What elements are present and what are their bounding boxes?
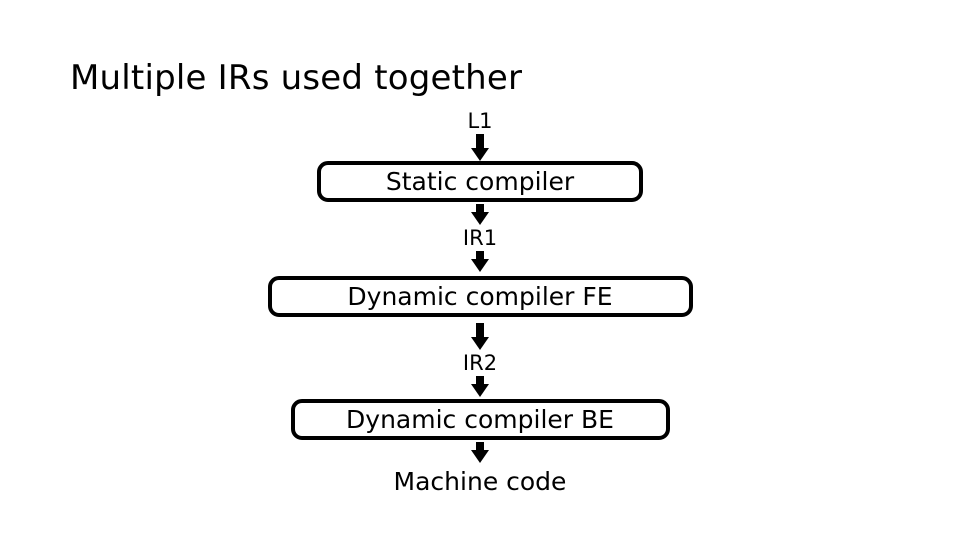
flow-node-static-compiler[interactable]: Static compiler	[317, 161, 643, 202]
arrow-head	[471, 384, 489, 397]
down-arrow-icon-l1-to-static-compiler	[0, 134, 960, 161]
arrow-head	[471, 148, 489, 161]
flow-node-dynamic-compiler-fe[interactable]: Dynamic compiler FE	[267, 276, 693, 317]
arrow-shaft	[476, 323, 484, 339]
arrow-shaft	[476, 251, 484, 261]
arrow-shaft	[476, 204, 484, 214]
flow-node-static-compiler-row: Static compiler	[0, 161, 960, 202]
page-title: Multiple IRs used together	[70, 58, 523, 98]
down-arrow-icon-ir1-to-dynamic-compiler-fe	[0, 251, 960, 272]
flow-node-machine-code: Machine code	[393, 467, 567, 496]
flow-node-ir1: IR1	[462, 226, 498, 250]
arrow-shaft	[476, 376, 484, 386]
arrow-head	[471, 259, 489, 272]
down-arrow-icon-static-compiler-to-ir1	[0, 204, 960, 225]
flow-node-dynamic-compiler-fe-row: Dynamic compiler FE	[0, 276, 960, 317]
flow-node-dynamic-compiler-be[interactable]: Dynamic compiler BE	[290, 399, 670, 440]
flow-node-dynamic-compiler-be-row: Dynamic compiler BE	[0, 399, 960, 440]
flow-node-ir2: IR2	[462, 351, 498, 375]
arrow-shaft	[476, 442, 484, 452]
arrow-head	[471, 450, 489, 463]
arrow-head	[471, 212, 489, 225]
flowchart: L1 Static compiler IR1 Dynamic compiler …	[0, 108, 960, 497]
flow-node-l1: L1	[467, 109, 493, 133]
arrow-shaft	[476, 134, 484, 150]
arrow-head	[471, 337, 489, 350]
down-arrow-icon-dynamic-compiler-be-to-machine-code	[0, 442, 960, 463]
down-arrow-icon-ir2-to-dynamic-compiler-be	[0, 376, 960, 397]
down-arrow-icon-dynamic-compiler-fe-to-ir2	[0, 323, 960, 350]
